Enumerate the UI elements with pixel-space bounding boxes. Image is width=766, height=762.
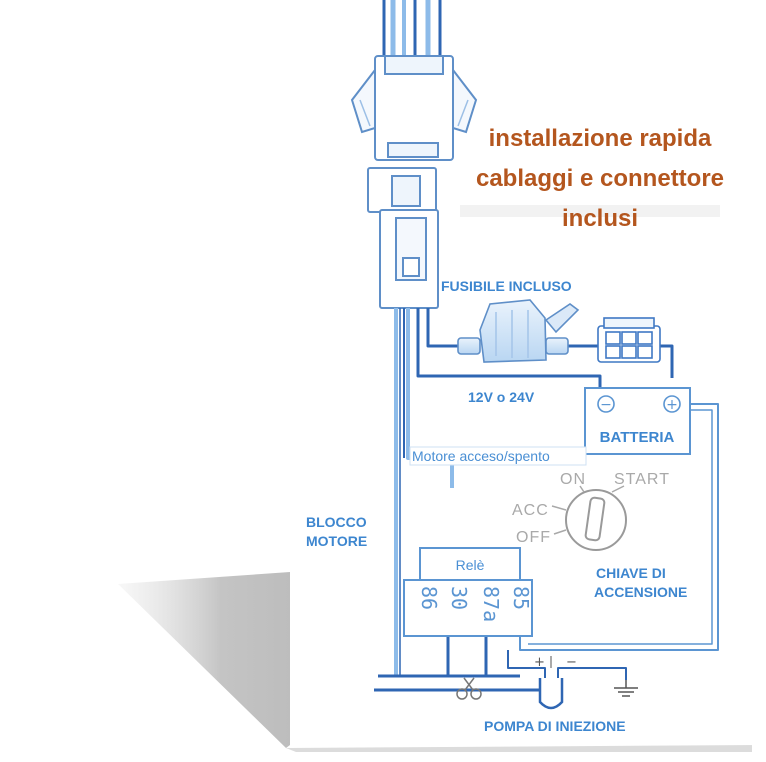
battery-label: BATTERIA — [600, 429, 675, 446]
ignition-off-label: OFF — [516, 529, 551, 546]
title-line-1: installazione rapida — [489, 125, 712, 152]
pump-minus: − — [566, 655, 577, 670]
title-line-2: cablaggi e connettore — [476, 165, 724, 192]
cable-bundle — [382, 0, 442, 59]
ignition-key-label-1: CHIAVE DI — [596, 565, 666, 581]
terminal-block — [597, 317, 661, 363]
wires — [374, 308, 719, 692]
scissors-icon — [456, 677, 482, 700]
engine-block-label-2: MOTORE — [306, 533, 367, 549]
pump-label: POMPA DI INIEZIONE — [484, 718, 626, 734]
ignition-key-label-2: ACCENSIONE — [594, 584, 687, 600]
fuse-label: FUSIBILE INCLUSO — [441, 278, 572, 294]
relay-terminal-87a: 87a — [479, 586, 503, 622]
connector-plug — [350, 55, 478, 161]
title-line-3: inclusi — [562, 205, 638, 232]
battery-minus-terminal: − — [600, 397, 612, 413]
relay: Relè 86 30 87a 85 — [403, 547, 533, 637]
relay-terminal-85: 85 — [509, 586, 533, 610]
bottom-shadow — [286, 745, 760, 752]
ignition-acc-label: ACC — [512, 502, 549, 519]
connector-socket — [367, 167, 439, 309]
ignition-start-label: START — [614, 471, 670, 488]
drop-shadow — [118, 572, 290, 748]
battery: − + BATTERIA — [584, 387, 691, 455]
relay-label: Relè — [456, 557, 485, 573]
relay-terminal-86: 86 — [417, 586, 441, 610]
fuse — [457, 299, 580, 363]
ground-icon — [614, 680, 638, 697]
injection-pump: + − — [534, 655, 577, 710]
engine-block-label-1: BLOCCO — [306, 514, 367, 530]
voltage-label: 12V o 24V — [468, 389, 535, 405]
ignition-switch: ON START ACC OFF — [512, 471, 670, 551]
relay-terminal-30: 30 — [447, 586, 471, 610]
battery-plus-terminal: + — [666, 397, 678, 413]
engine-state-label: Motore acceso/spento — [412, 448, 550, 464]
ignition-on-label: ON — [560, 471, 586, 488]
pump-plus: + — [534, 655, 545, 670]
